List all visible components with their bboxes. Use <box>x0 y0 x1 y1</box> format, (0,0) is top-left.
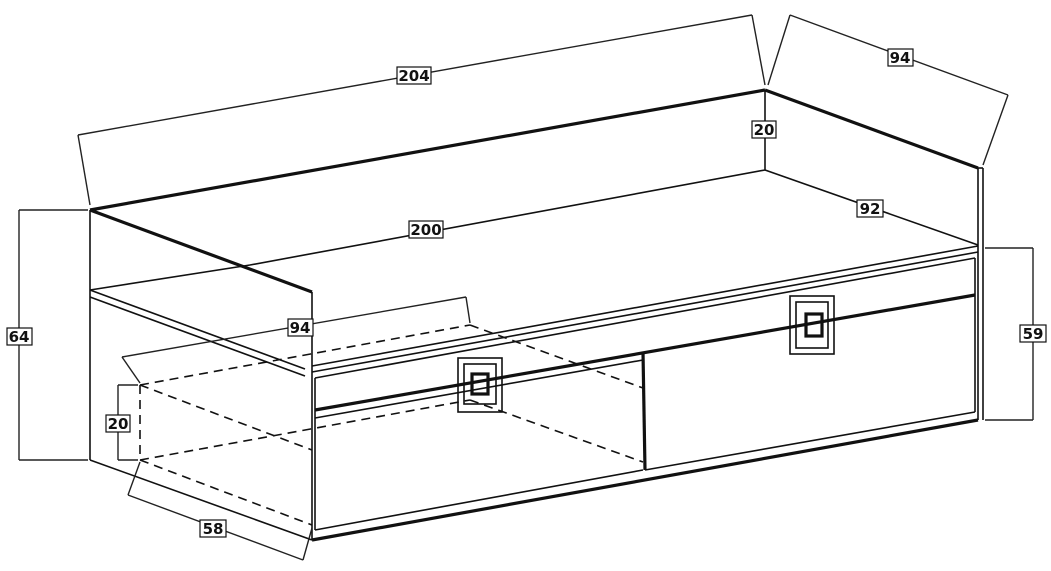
dim-drawer-height: 20 <box>105 414 131 433</box>
dim-label: 94 <box>890 49 911 67</box>
dimension-lines <box>18 14 1034 561</box>
dim-front-height: 59 <box>1019 324 1047 343</box>
drawer-handle-left[interactable] <box>457 357 503 413</box>
dim-label: 59 <box>1023 325 1044 343</box>
dim-label: 64 <box>9 328 30 346</box>
dim-overall-depth: 94 <box>887 48 914 67</box>
dim-mattress-length: 200 <box>408 220 444 239</box>
dim-label: 20 <box>754 121 775 139</box>
dim-label: 58 <box>203 520 224 538</box>
dim-label: 204 <box>398 67 429 85</box>
drawer-handle-right[interactable] <box>789 295 835 355</box>
dim-inner-depth: 92 <box>856 199 884 218</box>
dim-total-height: 64 <box>6 327 33 346</box>
dim-label: 20 <box>108 415 129 433</box>
dim-label: 200 <box>410 221 441 239</box>
dim-label: 94 <box>290 319 311 337</box>
dim-drawer-length: 94 <box>287 318 314 337</box>
dim-overall-length: 204 <box>396 66 432 85</box>
dim-backrest-height: 20 <box>751 120 777 139</box>
hidden-drawer-outline <box>139 324 644 526</box>
bed-outline <box>89 88 984 542</box>
dim-label: 92 <box>860 200 881 218</box>
dim-drawer-depth: 58 <box>199 519 227 538</box>
